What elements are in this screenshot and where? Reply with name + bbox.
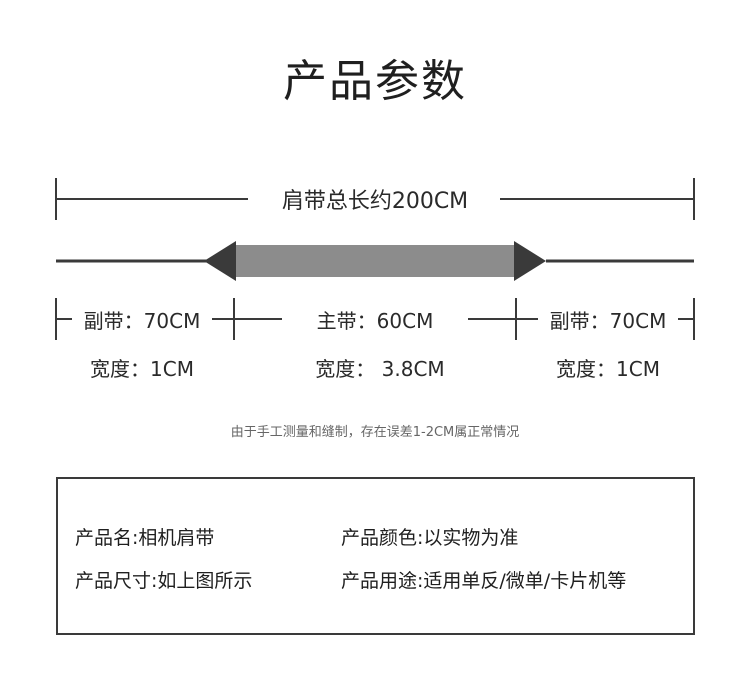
strap-illustration — [56, 241, 694, 281]
right-sub-strap-label: 副带：70CM — [543, 307, 673, 335]
measurement-note: 由于手工测量和缝制，存在误差1-2CM属正常情况 — [230, 425, 520, 440]
main-strap-label: 主带：60CM — [310, 307, 440, 335]
product-info-box: 产品名:相机肩带 产品颜色:以实物为准 产品尺寸:如上图所示 产品用途:适用单反… — [56, 477, 695, 635]
product-usage: 产品用途:适用单反/微单/卡片机等 — [341, 570, 627, 592]
main-strap — [234, 245, 516, 277]
product-size: 产品尺寸:如上图所示 — [75, 570, 253, 592]
left-sub-strap-label: 副带：70CM — [77, 307, 207, 335]
segment-dimensions — [55, 298, 695, 340]
page-title: 产品参数 — [283, 56, 467, 107]
product-color: 产品颜色:以实物为准 — [341, 527, 519, 549]
main-strap-width: 宽度： 3.8CM — [315, 357, 445, 381]
left-sub-strap-width: 宽度：1CM — [90, 357, 194, 381]
left-arrow-head — [204, 241, 236, 281]
total-length-dimension — [55, 178, 695, 220]
right-arrow-head — [514, 241, 546, 281]
product-name: 产品名:相机肩带 — [75, 527, 215, 549]
right-sub-strap-width: 宽度：1CM — [556, 357, 660, 381]
total-length-label: 肩带总长约200CM — [281, 189, 469, 214]
